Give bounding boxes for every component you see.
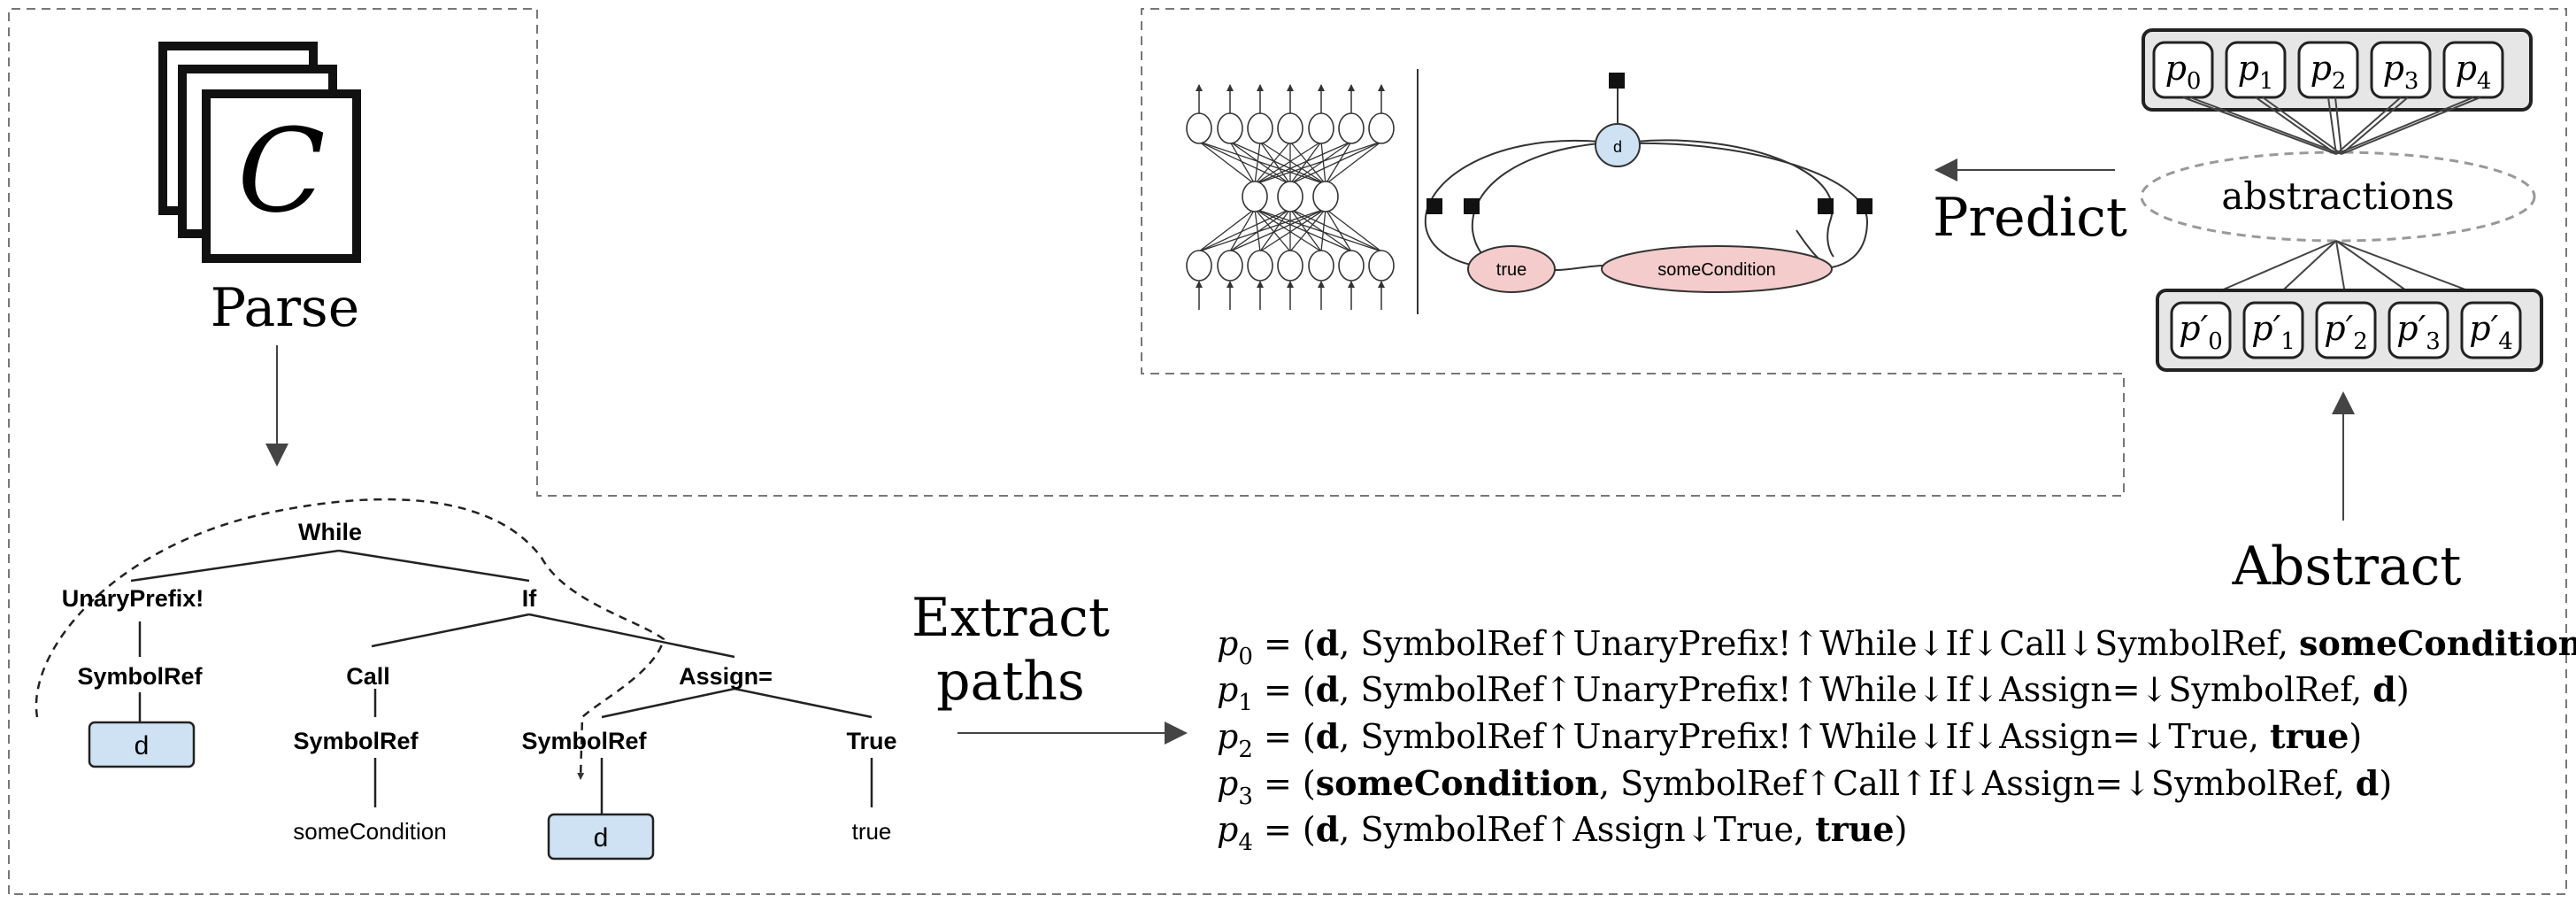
factor-var-somecondition: [1601, 245, 1833, 293]
path-middle: , SymbolRef↑Assign↓True,: [1339, 810, 1815, 849]
ast-leaf-d-assign-box: [547, 813, 655, 861]
nn-neuron: [1217, 112, 1243, 144]
path-middle: , SymbolRef↑UnaryPrefix!↑While↓If↓Assign…: [1339, 670, 2372, 709]
path-source: someCondition: [1316, 763, 1599, 803]
path-middle: , SymbolRef↑UnaryPrefix!↑While↓If↓Assign…: [1339, 717, 2270, 756]
path-box-label: p0: [2165, 49, 2202, 95]
path-box-primed-label: p′1: [2251, 309, 2295, 355]
outer-frame: [8, 8, 2567, 895]
nn-neuron: [1247, 112, 1273, 144]
factor-var-d-label: d: [1613, 138, 1622, 156]
factor-var-d: [1595, 123, 1641, 167]
ast-leaf-somecondition: someCondition: [293, 818, 446, 845]
path-box-primed: [2460, 301, 2522, 359]
path-row: p3 = (someCondition, SymbolRef↑Call↑If↓A…: [1217, 763, 2392, 810]
path-row: p0 = (d, SymbolRef↑UnaryPrefix!↑While↓If…: [1217, 623, 2576, 670]
nn-neuron: [1277, 250, 1303, 282]
path-target: someCondition: [2299, 623, 2576, 663]
path-boxes-bottom: p′0 p′1 p′2 p′3 p′4: [2170, 301, 2522, 359]
path-box-primed: [2242, 301, 2304, 359]
nn-neuron: [1242, 181, 1268, 212]
path-source: d: [1316, 716, 1340, 756]
nn-neuron: [1277, 181, 1303, 212]
path-box-primed-label: p′3: [2396, 309, 2441, 355]
path-box-primed: [2315, 301, 2377, 359]
ast-node-call: Call: [346, 663, 390, 690]
path-target: true: [2270, 716, 2349, 756]
ast-tree: [130, 549, 873, 814]
path-box-label: p3: [2383, 49, 2419, 95]
path-boxes-top: p0 p1 p2 p3 p4: [2152, 41, 2504, 99]
neural-network: [1186, 84, 1395, 310]
path-source: d: [1316, 809, 1340, 849]
factor-square-right1: [1818, 198, 1834, 214]
path-row: p2 = (d, SymbolRef↑UnaryPrefix!↑While↓If…: [1217, 716, 2362, 763]
nn-neuron: [1368, 250, 1395, 282]
ast-node-if: If: [522, 585, 538, 612]
path-row: p4 = (d, SymbolRef↑Assign↓True, true): [1217, 809, 1907, 856]
ast-node-symbolref-assign: SymbolRef: [521, 728, 647, 754]
ast-node-while: While: [298, 519, 362, 545]
factor-var-somecondition-label: someCondition: [1657, 260, 1775, 280]
abstractions-label: abstractions: [2221, 174, 2454, 218]
path-source: d: [1316, 669, 1340, 709]
nn-neuron: [1368, 112, 1395, 144]
extract-label-line2: paths: [936, 651, 1085, 713]
ast-dashed-path: [35, 498, 665, 780]
factor-var-true-label: true: [1496, 260, 1526, 280]
path-middle: , SymbolRef↑Call↑If↓Assign=↓SymbolRef,: [1599, 764, 2356, 803]
path-box-label: p4: [2456, 49, 2492, 95]
nn-neuron: [1186, 250, 1212, 282]
path-list: p0 = (d, SymbolRef↑UnaryPrefix!↑While↓If…: [1217, 623, 2576, 856]
path-box-primed-label: p′0: [2179, 309, 2223, 355]
ast-node-true: True: [846, 728, 896, 754]
source-glyph: C: [237, 104, 325, 238]
source-file-stack: C: [158, 42, 361, 263]
ast-node-unaryprefix: UnaryPrefix!: [62, 585, 204, 612]
path-row: p1 = (d, SymbolRef↑UnaryPrefix!↑While↓If…: [1217, 669, 2410, 716]
nn-neuron: [1312, 181, 1339, 212]
ast-node-symbolref-left: SymbolRef: [77, 663, 203, 690]
abstraction-fan-top: [2182, 96, 2481, 155]
path-source: d: [1316, 623, 1340, 663]
path-middle: , SymbolRef↑UnaryPrefix!↑While↓If↓Call↓S…: [1339, 624, 2299, 663]
path-box-primed-label: p′2: [2324, 309, 2368, 355]
path-box-primed-label: p′4: [2469, 309, 2513, 355]
nn-neuron: [1338, 250, 1365, 282]
factor-graph: [1424, 81, 1869, 272]
path-target: true: [1815, 809, 1894, 849]
path-box-primed: [2170, 301, 2232, 359]
path-target: d: [2356, 763, 2380, 803]
path-box-primed: [2388, 301, 2449, 359]
predict-label: Predict: [1933, 187, 2127, 249]
ast-node-assign: Assign=: [679, 663, 773, 690]
factor-var-true: [1467, 245, 1556, 293]
parse-label: Parse: [211, 277, 359, 339]
ast-leaf-true: true: [852, 818, 892, 845]
factor-square-left1: [1426, 198, 1442, 214]
factor-square-right2: [1857, 198, 1872, 214]
nn-neuron: [1308, 250, 1334, 282]
extract-label-line1: Extract: [911, 587, 1110, 649]
ast-leaf-d-left-box: [88, 721, 196, 768]
nn-neuron: [1186, 112, 1212, 144]
nn-neuron: [1277, 112, 1303, 144]
path-box-label: p1: [2238, 49, 2274, 95]
nn-neuron: [1338, 112, 1365, 144]
path-box-label: p2: [2311, 49, 2347, 95]
ast-node-symbolref-call: SymbolRef: [293, 728, 419, 754]
factor-square-top: [1609, 73, 1625, 89]
ast-leaf-d-left: d: [135, 731, 150, 760]
factor-square-left2: [1464, 198, 1480, 214]
nn-neuron: [1247, 250, 1273, 282]
abstract-label: Abstract: [2232, 536, 2462, 598]
path-target: d: [2372, 669, 2396, 709]
nn-neuron: [1308, 112, 1334, 144]
nn-neuron: [1217, 250, 1243, 282]
ast-leaf-d-assign: d: [594, 823, 609, 853]
